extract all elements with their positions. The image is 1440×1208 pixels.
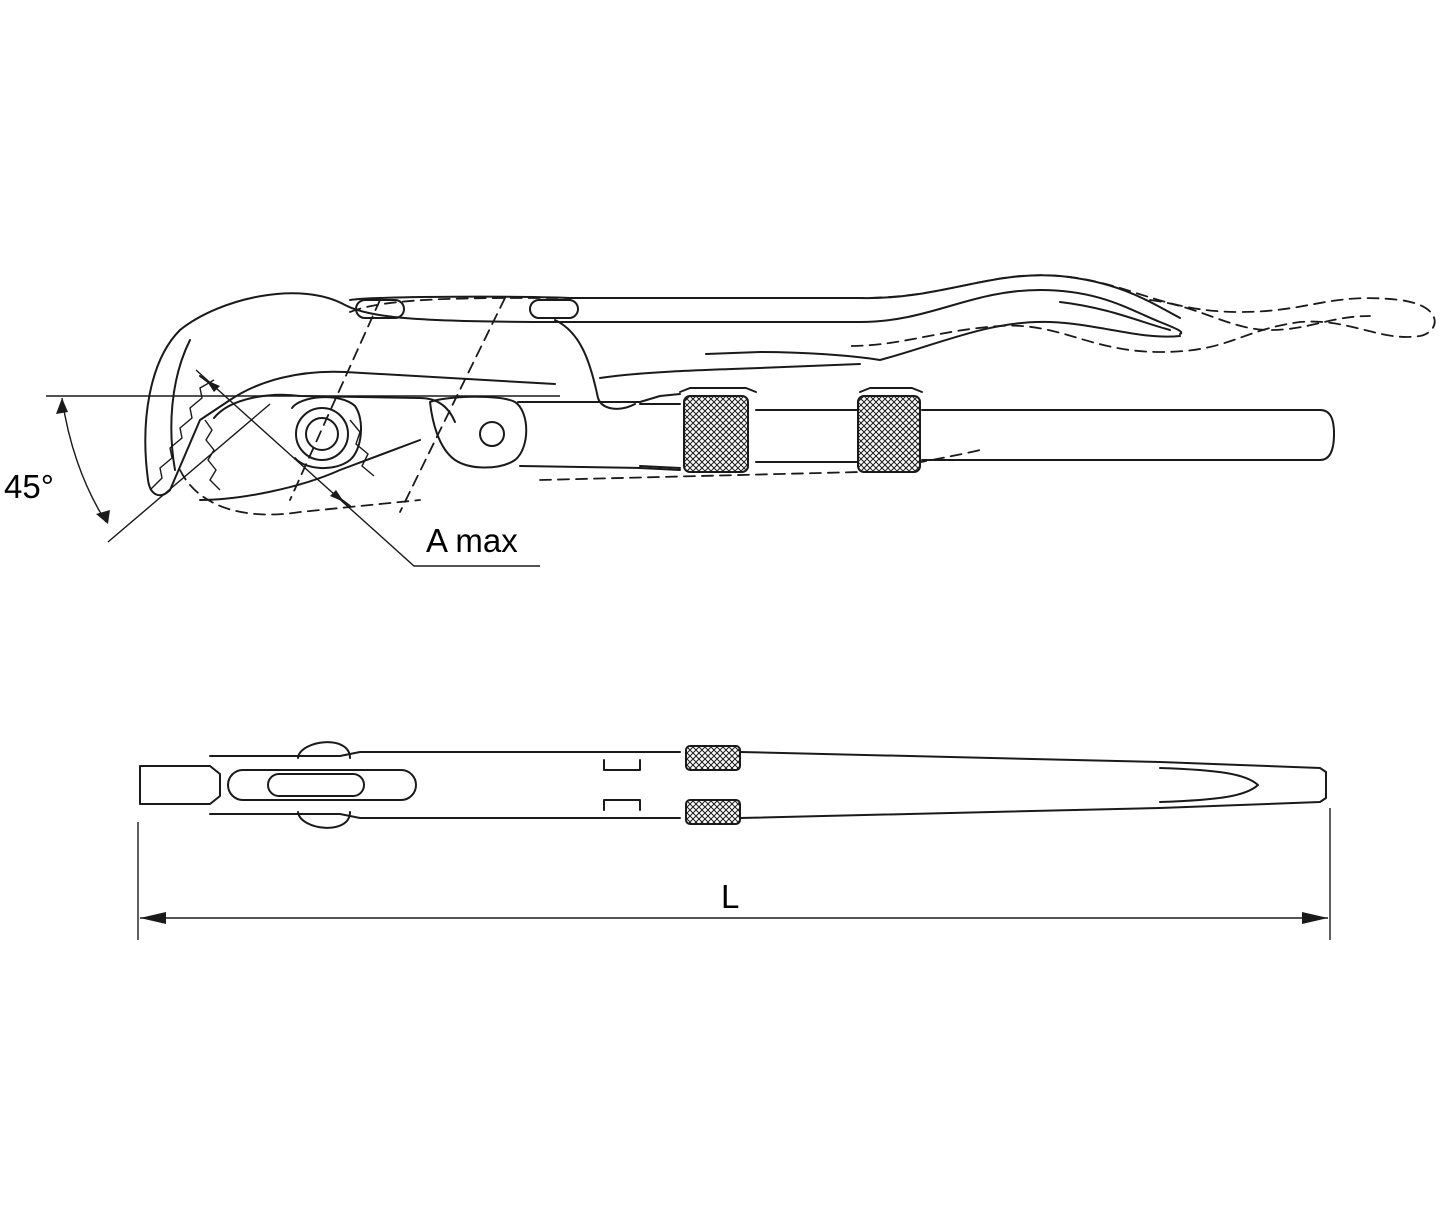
- angle-arrow-bottom: [96, 510, 110, 524]
- link-plate: [429, 393, 681, 471]
- alternate-handle-outline: [179, 274, 1436, 516]
- dimension-arrow-right: [1302, 912, 1328, 924]
- angle-arc: [61, 397, 107, 523]
- wrench-top-view: [139, 741, 1327, 829]
- pivot-outer: [295, 407, 349, 461]
- adjusting-nut-1: [683, 395, 749, 473]
- adjusting-nut-2: [857, 395, 921, 473]
- top-view-pivot-upper: [297, 741, 351, 759]
- angle-arrow-top: [56, 398, 68, 414]
- top-view-nut-lower: [685, 799, 741, 825]
- top-view-slot-outer: [227, 769, 417, 801]
- wrench-side-view: [144, 274, 1436, 516]
- angle-line: [107, 403, 271, 543]
- hook-jaw: [144, 319, 636, 497]
- a-max-label: A max: [426, 522, 518, 559]
- lower-jaw: [199, 393, 456, 501]
- a-max-leader: [195, 369, 540, 567]
- wrench-bar: [599, 363, 1335, 469]
- top-view-pivot-lower: [297, 811, 351, 829]
- length-dimension: [137, 808, 1331, 940]
- a-max-arrow-2: [330, 490, 344, 502]
- top-view-nut-upper: [685, 745, 741, 771]
- a-max-arrow-1: [206, 380, 220, 392]
- dimension-annotations: [46, 369, 560, 567]
- wrench-handle-side: [179, 274, 1183, 361]
- top-view-slot-inner: [267, 773, 365, 797]
- top-view-jaw-end: [139, 765, 221, 805]
- pivot-inner: [305, 417, 339, 451]
- link-rivet: [479, 421, 505, 447]
- length-label: L: [721, 878, 739, 915]
- angle-label: 45°: [4, 468, 54, 505]
- dimension-arrow-left: [140, 912, 166, 924]
